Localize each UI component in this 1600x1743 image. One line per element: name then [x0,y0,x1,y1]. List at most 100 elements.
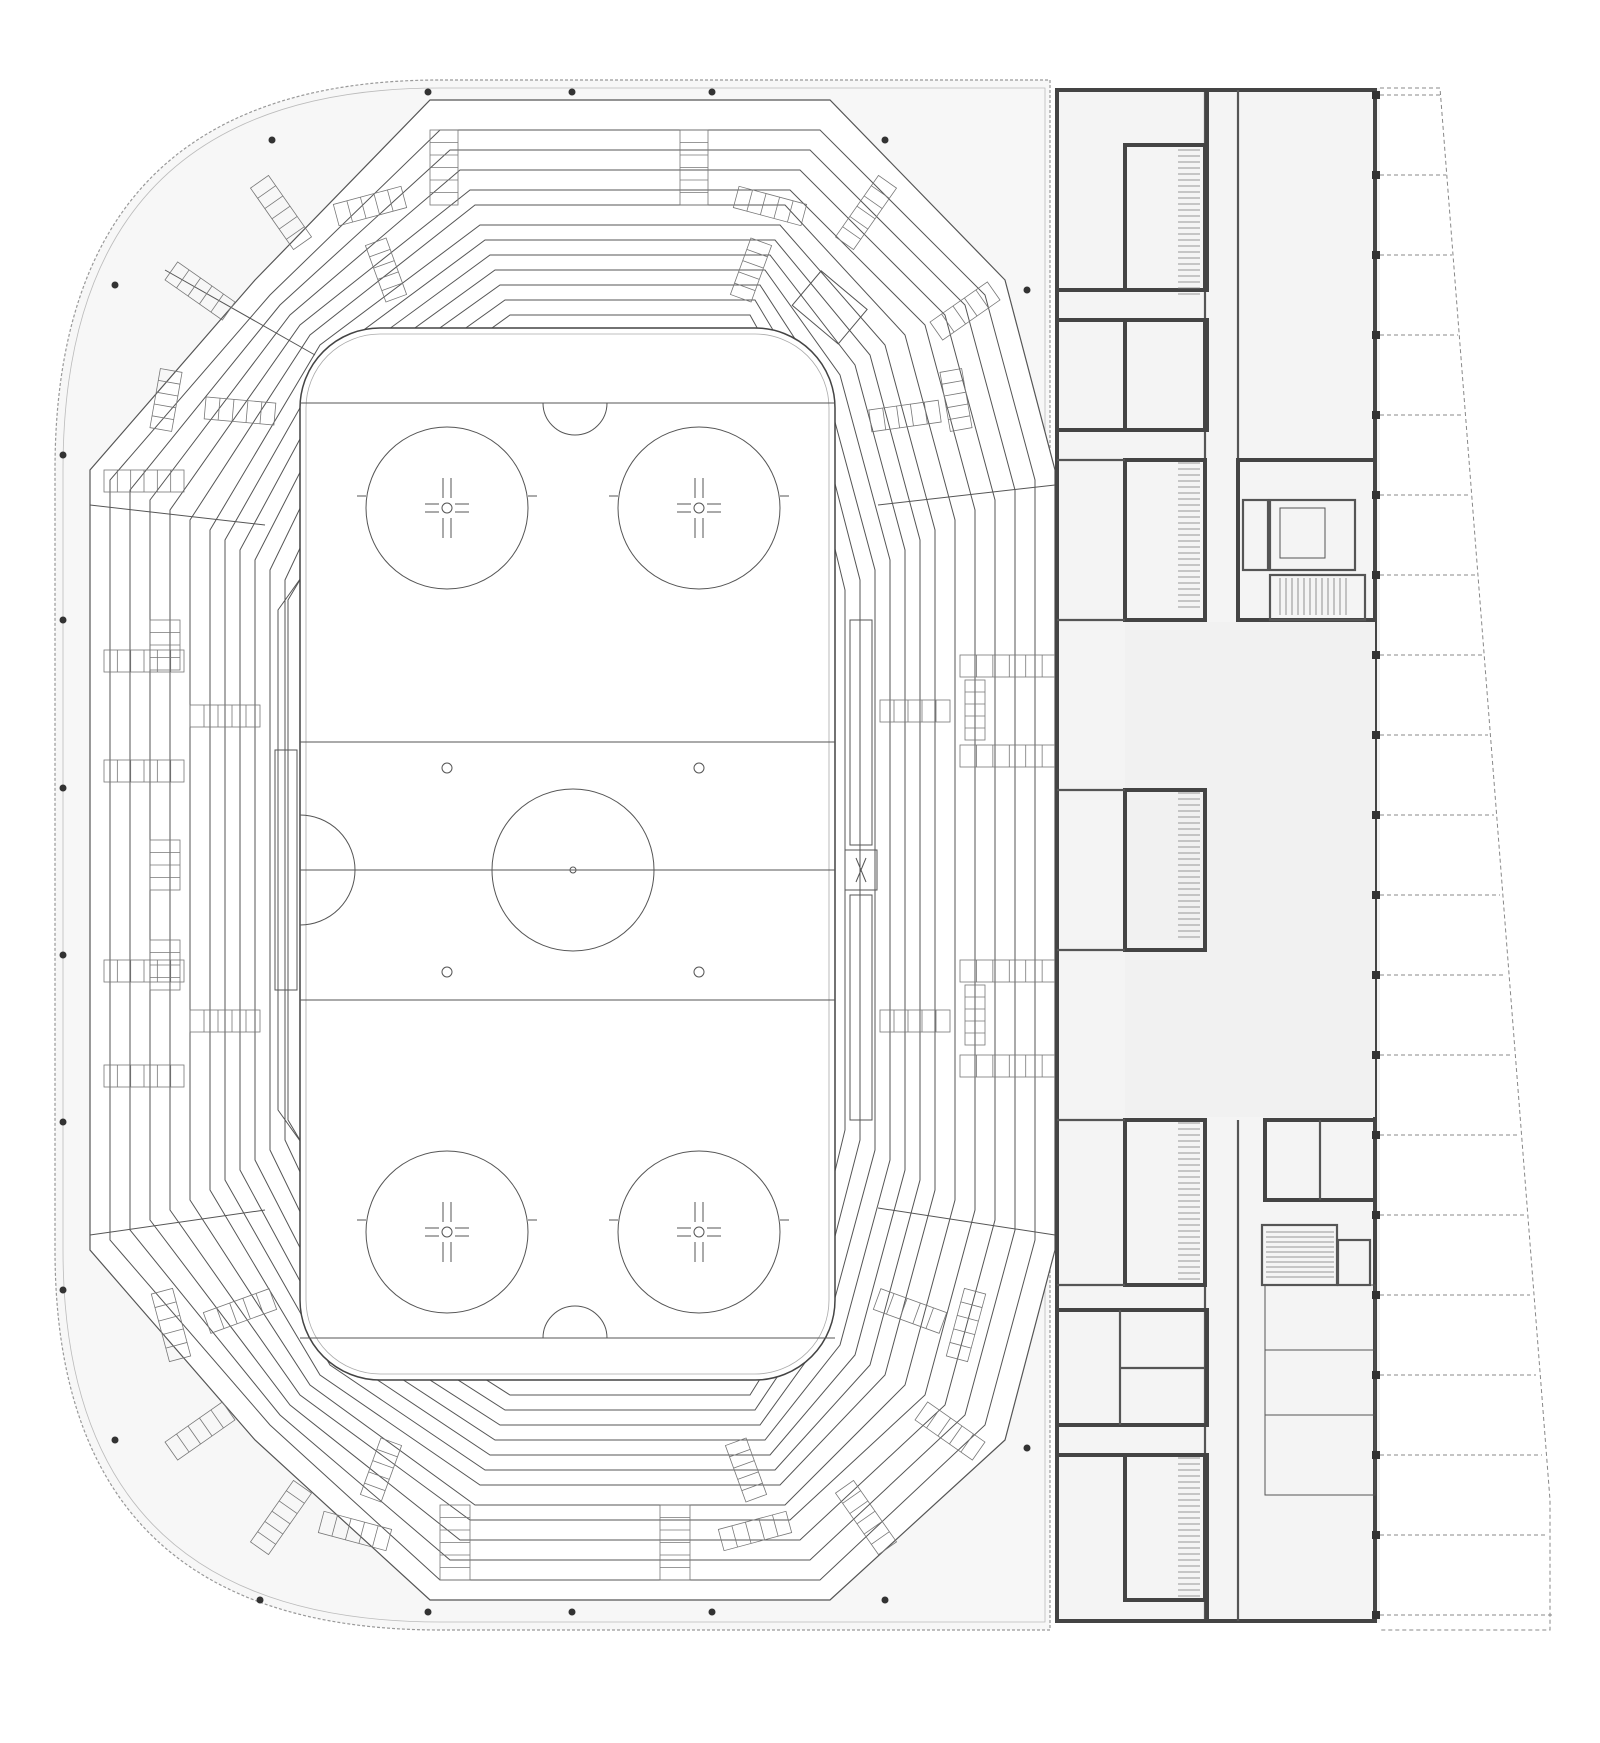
aisle-stair [914,1401,986,1461]
aisle-stair [659,1504,691,1581]
service-block [1055,88,1380,1623]
aisle-stair [364,237,408,303]
aisle-stair [164,1401,236,1461]
faceoff-circle [617,426,781,590]
aisle-stair [249,174,313,251]
faceoff-dot [693,1226,705,1238]
aisle-stair [732,185,808,227]
aisle-stair [834,174,898,251]
aisle-stair [317,1510,393,1552]
column-post [59,951,67,959]
aisle-stair [679,129,709,206]
column-post [568,88,576,96]
column-post [708,1608,716,1616]
aisle-stair [103,759,185,783]
column-post [59,1118,67,1126]
faceoff-hashmarks [357,1202,537,1262]
column-post [1023,286,1031,294]
faceoff-dot [441,502,453,514]
aisle-stair [964,679,986,741]
column-post [59,616,67,624]
column-post [424,88,432,96]
facade-outline [1380,87,1551,1631]
column-post [424,1608,432,1616]
faceoff-dot [693,502,705,514]
aisle-stair [945,1287,987,1363]
faceoff-hashmarks [609,1202,789,1262]
aisle-stair [429,129,459,206]
aisle-stair [359,1437,403,1503]
aisle-steps [103,129,1076,1581]
aisle-stair [103,469,185,493]
column-post [111,281,119,289]
aisle-stair [103,649,185,673]
aisle-stair [872,1288,948,1334]
fin-anchor [1372,491,1380,499]
column-post [111,1436,119,1444]
aisle-stair [203,396,277,426]
faceoff-hashmarks [609,478,789,538]
fin-anchor [1372,971,1380,979]
faceoff-dot [441,1226,453,1238]
fin-anchor [1372,811,1380,819]
column-post [568,1608,576,1616]
fin-anchor [1372,411,1380,419]
aisle-stair [149,939,181,991]
aisle-stair [189,1009,261,1033]
column-post [59,784,67,792]
aisle-stair [879,699,951,723]
aisle-stair [249,1479,313,1556]
fin-anchor [1372,331,1380,339]
aisle-stair [189,704,261,728]
aisle-stair [729,237,773,303]
aisle-stair [149,368,183,432]
fin-anchor [1372,1611,1380,1619]
aisle-stair [202,1288,278,1334]
faceoff-circle [365,426,529,590]
fin-anchor [1372,251,1380,259]
column-post [881,136,889,144]
aisle-stair [164,261,236,321]
column-post [256,1596,264,1604]
aisle-stair [103,1064,185,1088]
fin-anchor [1372,1451,1380,1459]
column-post [708,88,716,96]
fin-anchor [1372,1211,1380,1219]
fin-anchor [1372,651,1380,659]
aisle-stair [964,984,986,1046]
aisle-stair [717,1510,793,1552]
fin-anchor [1372,1291,1380,1299]
aisle-stair [103,959,185,983]
aisle-stair [332,185,408,227]
aisle-stair [439,1504,471,1581]
ice-rink [274,327,878,1381]
aisle-stair [929,281,1001,341]
aisle-stair [149,619,181,671]
fin-anchor [1372,1131,1380,1139]
fin-anchor [1372,571,1380,579]
column-post [59,1286,67,1294]
column-post [59,451,67,459]
aisle-stair [724,1437,768,1503]
aisle-stair [149,839,181,891]
fin-anchor [1372,171,1380,179]
aisle-stair [834,1479,898,1556]
column-post [881,1596,889,1604]
aisle-stair [868,399,942,433]
fin-anchor [1372,91,1380,99]
aisle-stair [939,368,973,432]
column-post [1023,1444,1031,1452]
column-post [268,136,276,144]
fin-anchor [1372,731,1380,739]
facade-fins [1372,87,1554,1631]
faceoff-hashmarks [357,478,537,538]
fin-anchor [1372,1371,1380,1379]
faceoff-circle [617,1150,781,1314]
aisle-stair [150,1287,192,1363]
faceoff-circle [365,1150,529,1314]
fin-anchor [1372,891,1380,899]
fin-anchor [1372,1531,1380,1539]
fin-anchor [1372,1051,1380,1059]
aisle-stair [879,1009,951,1033]
